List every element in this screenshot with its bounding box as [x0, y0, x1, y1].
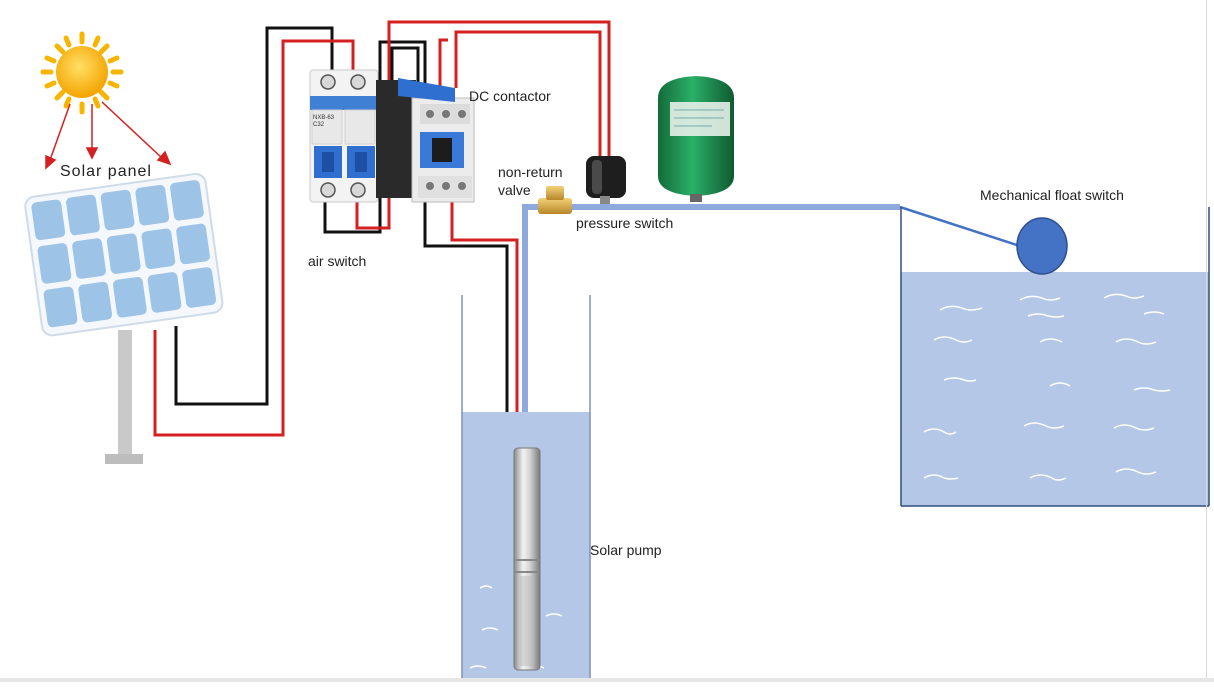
- non-return-valve-label-line2: valve: [498, 182, 531, 198]
- dc-contactor-icon: [376, 78, 475, 203]
- air-switch-label: air switch: [308, 253, 367, 269]
- submersible-pump-icon: [513, 447, 541, 671]
- sun-icon: [40, 31, 124, 115]
- water-pipe: [522, 204, 900, 455]
- breaker-rating-text: C32: [313, 122, 325, 128]
- solar-panel-label: Solar panel: [60, 163, 152, 180]
- non-return-valve-label-line1: non-return: [498, 164, 563, 180]
- dc-contactor-label: DC contactor: [469, 88, 551, 104]
- breaker-model-text: NXB-63: [313, 115, 335, 121]
- non-return-valve-label: non-return valve: [498, 163, 588, 199]
- float-switch-label: Mechanical float switch: [980, 187, 1124, 203]
- canvas-bottom-edge: [0, 678, 1214, 682]
- storage-tank: [900, 207, 1210, 507]
- non-return-valve-icon: [538, 186, 572, 214]
- pressure-tank-icon: [658, 76, 734, 202]
- solar-pump-label: Solar pump: [590, 542, 662, 558]
- solar-panel-icon: [24, 172, 224, 464]
- air-switch-icon: NXB-63 C32: [309, 69, 379, 203]
- tank-ripples: [923, 293, 1171, 481]
- canvas-edge: [1206, 0, 1207, 682]
- pressure-switch-icon: [586, 156, 626, 204]
- float-ball-icon: [1016, 217, 1068, 275]
- sunlight-arrows: [45, 101, 172, 170]
- pressure-switch-label: pressure switch: [576, 215, 674, 231]
- float-switch-arm: [899, 205, 1021, 248]
